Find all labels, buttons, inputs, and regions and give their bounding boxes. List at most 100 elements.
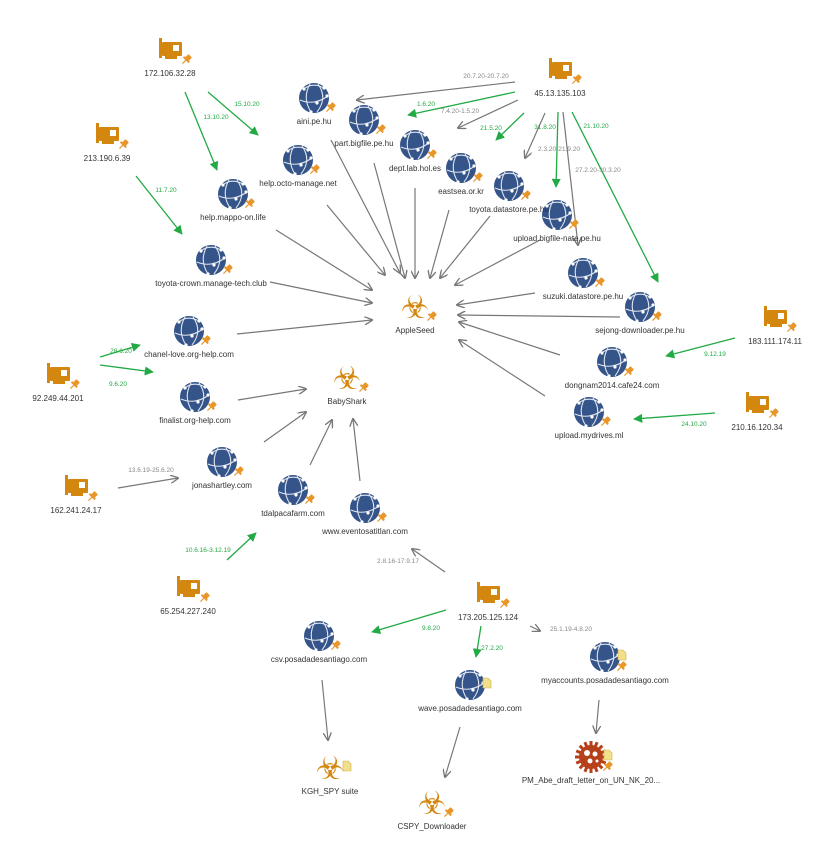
node-ip9[interactable]: [477, 582, 511, 610]
edge-ip1-to-octo[interactable]: 15.10.20: [207, 91, 260, 136]
pin-icon[interactable]: [117, 138, 130, 151]
edge-ip6-to-chanel[interactable]: 28.6.20: [99, 342, 141, 358]
node-toyotads[interactable]: [494, 171, 532, 202]
pin-icon[interactable]: [374, 123, 387, 136]
node-jonas[interactable]: [207, 447, 245, 478]
pin-icon[interactable]: [375, 511, 388, 524]
node-kgh[interactable]: ☣: [316, 750, 352, 786]
edge-crown-to-apple[interactable]: [269, 281, 372, 303]
node-baby[interactable]: ☣: [333, 360, 370, 396]
node-mydrives[interactable]: [574, 397, 612, 428]
node-ip7[interactable]: [65, 475, 99, 503]
pin-icon[interactable]: [650, 310, 663, 323]
note-icon[interactable]: [482, 677, 492, 689]
pin-icon[interactable]: [785, 321, 798, 334]
edge-ip3-to-sejong[interactable]: 21.10.20: [571, 111, 659, 283]
edge-finalist-to-baby[interactable]: [237, 389, 306, 401]
edge-mydrives-to-apple[interactable]: [459, 340, 546, 397]
pin-icon[interactable]: [243, 197, 256, 210]
pin-icon[interactable]: [221, 263, 234, 276]
pin-icon[interactable]: [357, 381, 370, 394]
pin-icon[interactable]: [601, 760, 614, 773]
edge-ip6-to-finalist[interactable]: 9.6.20: [99, 364, 154, 388]
pin-icon[interactable]: [615, 660, 628, 673]
pin-icon[interactable]: [767, 407, 780, 420]
node-ip1[interactable]: [159, 38, 193, 66]
edge-ip3-to-dept[interactable]: 7.4.20-1.5.20: [441, 99, 519, 128]
edge-myacc-to-pm[interactable]: [596, 699, 599, 733]
edge-aini-to-apple[interactable]: [330, 139, 400, 273]
node-csv[interactable]: [304, 621, 342, 652]
pin-icon[interactable]: [570, 73, 583, 86]
edge-ip9-to-eventos[interactable]: 2.8.16-17.9.17: [377, 549, 446, 573]
edge-ip3-to-eastsea[interactable]: 21.5.20: [480, 112, 525, 141]
node-pm[interactable]: [575, 741, 614, 773]
edge-chanel-to-apple[interactable]: [236, 320, 372, 335]
edge-octo-to-apple[interactable]: [326, 204, 385, 275]
pin-icon[interactable]: [567, 218, 580, 231]
edge-ip5-to-mydrives[interactable]: 24.10.20: [633, 412, 716, 428]
edge-ip3-to-partbig[interactable]: 1.6.20: [407, 91, 516, 118]
node-ip4[interactable]: [764, 306, 798, 334]
node-myacc[interactable]: [590, 642, 628, 673]
pin-icon[interactable]: [425, 148, 438, 161]
node-mappo[interactable]: [218, 179, 256, 210]
node-aini[interactable]: [299, 83, 337, 114]
pin-icon[interactable]: [232, 465, 245, 478]
edge-sejong-to-apple[interactable]: [458, 315, 621, 317]
node-sejong[interactable]: [625, 292, 663, 323]
pin-icon[interactable]: [442, 806, 455, 819]
note-icon[interactable]: [342, 760, 352, 772]
pin-icon[interactable]: [593, 276, 606, 289]
edge-ip3-to-uploadnate[interactable]: 31.8.20: [534, 111, 561, 188]
node-tdal[interactable]: [278, 475, 316, 506]
node-finalist[interactable]: [180, 382, 218, 413]
pin-icon[interactable]: [471, 171, 484, 184]
node-ip2[interactable]: [96, 123, 130, 151]
node-eventos[interactable]: [350, 493, 388, 524]
edge-ip9-to-wave[interactable]: 27.2.20: [472, 625, 503, 658]
pin-icon[interactable]: [519, 189, 532, 202]
node-apple[interactable]: ☣: [401, 289, 438, 325]
node-wave[interactable]: [455, 670, 492, 701]
node-dongnam[interactable]: [597, 347, 635, 378]
node-octo[interactable]: [283, 145, 321, 176]
edge-eastsea-to-apple[interactable]: [430, 209, 450, 278]
pin-icon[interactable]: [205, 400, 218, 413]
node-ip6[interactable]: [47, 363, 81, 391]
pin-icon[interactable]: [329, 639, 342, 652]
pin-icon[interactable]: [599, 415, 612, 428]
edge-partbig-to-apple[interactable]: [373, 162, 405, 278]
pin-icon[interactable]: [622, 365, 635, 378]
node-eastsea[interactable]: [446, 153, 484, 184]
pin-icon[interactable]: [86, 490, 99, 503]
edge-ip1-to-mappo[interactable]: 13.10.20: [184, 91, 229, 171]
note-icon[interactable]: [617, 649, 627, 661]
edge-dongnam-to-apple[interactable]: [459, 322, 561, 356]
edge-suzuki-to-apple[interactable]: [457, 292, 536, 305]
pin-icon[interactable]: [324, 101, 337, 114]
node-partbig[interactable]: [349, 105, 387, 136]
pin-icon[interactable]: [498, 597, 511, 610]
node-suzuki[interactable]: [568, 258, 606, 289]
edge-toyotads-to-apple[interactable]: [440, 215, 491, 278]
pin-icon[interactable]: [68, 378, 81, 391]
node-cspy[interactable]: ☣: [418, 785, 455, 821]
node-ip8[interactable]: [177, 576, 211, 604]
edge-ip9-to-csv[interactable]: 9.8.20: [371, 609, 447, 635]
node-ip5[interactable]: [746, 392, 780, 420]
pin-icon[interactable]: [198, 591, 211, 604]
pin-icon[interactable]: [425, 310, 438, 323]
node-uploadnate[interactable]: [542, 200, 580, 231]
pin-icon[interactable]: [308, 163, 321, 176]
edge-uploadnate-to-apple[interactable]: [455, 239, 541, 285]
pin-icon[interactable]: [303, 493, 316, 506]
edge-jonas-to-baby[interactable]: [263, 412, 306, 443]
pin-icon[interactable]: [180, 53, 193, 66]
edge-ip2-to-crown[interactable]: 11.7.20: [135, 175, 183, 235]
edge-ip7-to-jonas[interactable]: 13.6.19-25.6.20: [117, 467, 178, 489]
edge-ip3-to-suzuki[interactable]: 27.2.20-30.3.20: [562, 111, 621, 245]
edge-mappo-to-apple[interactable]: [275, 229, 372, 290]
pin-icon[interactable]: [199, 334, 212, 347]
